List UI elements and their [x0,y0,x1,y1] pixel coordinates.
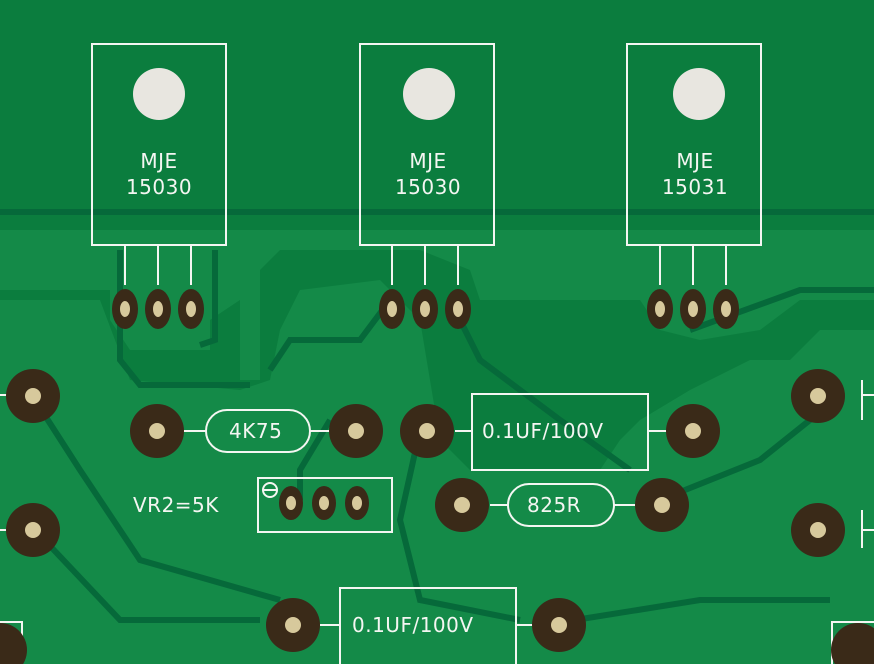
mounting-hole-2 [403,68,455,120]
silkscreen-transistors [91,43,762,285]
capacitor-outline-2 [339,587,517,664]
transistor-outline-2 [359,43,495,246]
capacitor-label-2: 0.1UF/100V [352,613,474,637]
transistor-label-1: MJE 15030 [104,148,214,200]
silkscreen-components [0,380,874,664]
transistor-label-3: MJE 15031 [640,148,750,200]
transistor-label-1-line2: 15030 [125,175,193,199]
transistor-label-2: MJE 15030 [373,148,483,200]
trimmer-label: VR2=5K [133,493,219,517]
transistor-label-1-line1: MJE [140,149,178,173]
mounting-hole-3 [673,68,725,120]
trimmer-orientation-mark [262,482,278,498]
resistor-label-825r: 825R [527,493,582,517]
mounting-hole-1 [133,68,185,120]
traces [0,209,874,623]
mounting-holes [133,68,725,120]
resistor-label-4k75: 4K75 [229,419,283,443]
transistor-pads [112,289,739,329]
transistor-label-3-line2: 15031 [661,175,729,199]
transistor-label-3-line1: MJE [676,149,714,173]
trimmer-outline [257,477,393,533]
transistor-label-2-line2: 15030 [394,175,462,199]
round-pads [0,369,874,664]
transistor-label-2-line1: MJE [409,149,447,173]
capacitor-label-1: 0.1UF/100V [482,419,604,443]
